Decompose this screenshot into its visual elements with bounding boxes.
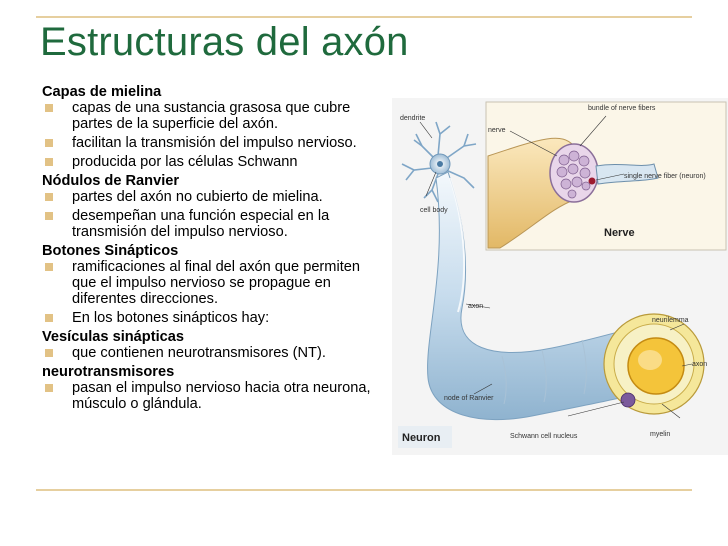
bullet-item: desempeñan una función especial en la tr… (42, 208, 387, 240)
label-node-ranvier: node of Ranvier (444, 395, 494, 402)
bullet-item: En los botones sinápticos hay: (42, 310, 387, 326)
bullet-square-icon (45, 158, 53, 166)
text-body: Capas de mielina capas de una sustancia … (42, 84, 387, 415)
axon-cross-section (465, 303, 705, 419)
bullet-text: desempeñan una función especial en la tr… (72, 208, 330, 240)
bullet-item: producida por las células Schwann (42, 154, 387, 170)
label-nerve: nerve (488, 127, 506, 134)
bullet-square-icon (45, 212, 53, 220)
bullet-item: que contienen neurotransmisores (NT). (42, 345, 387, 361)
label-axon-right: axon (692, 361, 707, 368)
top-rule (36, 16, 692, 18)
bullet-square-icon (45, 314, 53, 322)
label-neuron-box: Neuron (402, 432, 441, 444)
label-nerve-box: Nerve (604, 227, 635, 239)
label-cell-body: cell body (420, 207, 448, 214)
bullet-item: partes del axón no cubierto de mielina. (42, 189, 387, 205)
bullet-square-icon (45, 349, 53, 357)
neuron-nerve-illustration: dendrite cell body nerve bundle of nerve… (392, 98, 728, 455)
nerve-bundle (487, 115, 659, 249)
bullet-square-icon (45, 263, 53, 271)
label-myelin: myelin (650, 431, 670, 438)
label-dendrite: dendrite (400, 115, 425, 122)
bullet-item: facilitan la transmisión del impulso ner… (42, 135, 387, 151)
bullet-text: capas de una sustancia grasosa que cubre… (72, 100, 351, 132)
section-heading-ranvier: Nódulos de Ranvier (42, 173, 180, 189)
label-single-fiber: single nerve fiber (neuron) (624, 173, 706, 180)
bullet-item: capas de una sustancia grasosa que cubre… (42, 100, 387, 132)
bullet-square-icon (45, 139, 53, 147)
label-bundle: bundle of nerve fibers (588, 105, 656, 112)
section-heading-botones: Botones Sinápticos (42, 243, 179, 259)
bullet-square-icon (45, 104, 53, 112)
bullet-text: En los botones sinápticos hay: (72, 310, 270, 326)
slide-title: Estructuras del axón (40, 20, 409, 64)
label-axon-left: axon (468, 303, 483, 310)
bullet-text: pasan el impulso nervioso hacia otra neu… (72, 380, 371, 412)
label-schwann: Schwann cell nucleus (510, 433, 578, 440)
bullet-square-icon (45, 384, 53, 392)
bullet-text: facilitan la transmisión del impulso ner… (72, 135, 357, 151)
bullet-item: ramificaciones al final del axón que per… (42, 259, 387, 307)
section-heading-neurotransmisores: neurotransmisores (42, 364, 175, 380)
bullet-item: pasan el impulso nervioso hacia otra neu… (42, 380, 387, 412)
bottom-rule (36, 489, 692, 491)
section-heading-mielina: Capas de mielina (42, 84, 162, 100)
bullet-text: ramificaciones al final del axón que per… (72, 259, 360, 307)
bullet-square-icon (45, 193, 53, 201)
label-neurilemma: neurilemma (652, 317, 689, 324)
bullet-text: que contienen neurotransmisores (NT). (72, 345, 326, 361)
section-heading-vesiculas: Vesículas sinápticas (42, 329, 184, 345)
bullet-text: producida por las células Schwann (72, 154, 298, 170)
bullet-text: partes del axón no cubierto de mielina. (72, 189, 323, 205)
